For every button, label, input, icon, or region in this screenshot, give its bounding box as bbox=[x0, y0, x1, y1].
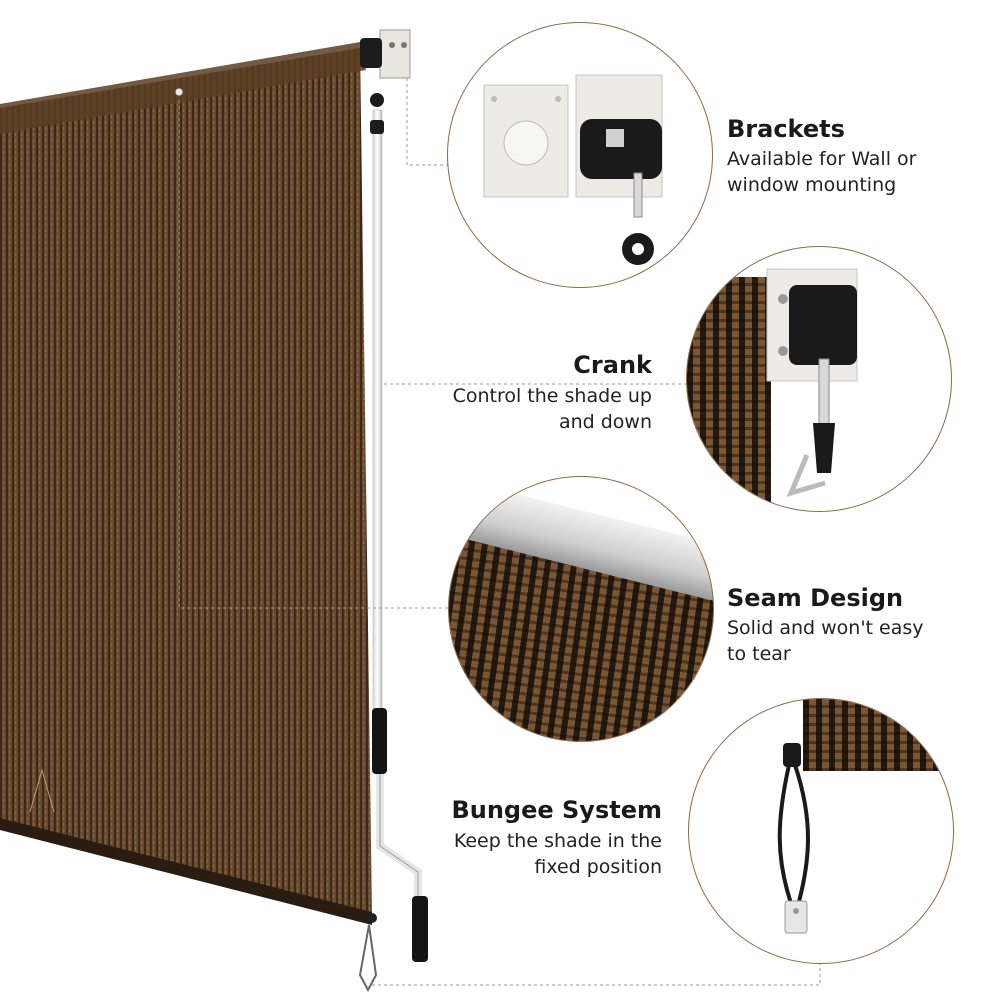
crank-desc-line2: and down bbox=[558, 411, 652, 433]
crank-rod bbox=[372, 109, 383, 711]
crank-image bbox=[766, 268, 858, 497]
brackets-desc-line1: Available for Wall or bbox=[727, 148, 917, 170]
crank-title: Crank bbox=[573, 351, 652, 379]
bungee-fabric bbox=[803, 699, 953, 771]
leader-seam bbox=[178, 100, 448, 609]
bungee-desc-line1: Keep the shade in the bbox=[453, 830, 662, 852]
crank-callout bbox=[686, 246, 952, 512]
bungee-callout bbox=[688, 698, 954, 964]
brackets-image bbox=[483, 74, 663, 265]
leader-brackets bbox=[406, 78, 449, 166]
bungee-desc-line2: fixed position bbox=[534, 856, 662, 878]
brackets-callout bbox=[447, 22, 713, 288]
brackets-desc-line2: window mounting bbox=[727, 174, 897, 196]
seam-desc-line1: Solid and won't easy bbox=[727, 617, 924, 639]
crank-grip-lower bbox=[412, 896, 428, 962]
crank-grip-upper bbox=[372, 708, 387, 774]
seam-desc-line2: to tear bbox=[727, 643, 791, 665]
gear-box bbox=[360, 38, 382, 68]
bungee-hook bbox=[358, 924, 378, 993]
bottom-bar bbox=[0, 818, 372, 925]
bungee-title: Bungee System bbox=[451, 796, 662, 824]
roller-rivet bbox=[174, 87, 184, 97]
seam-title: Seam Design bbox=[727, 584, 904, 612]
shade-fabric bbox=[0, 48, 372, 915]
crank-fabric bbox=[687, 277, 771, 511]
leader-bungee bbox=[372, 962, 821, 986]
roller-tube bbox=[0, 42, 366, 134]
top-bracket bbox=[379, 29, 411, 79]
crank-desc-line1: Control the shade up bbox=[452, 385, 652, 407]
seam-callout bbox=[448, 476, 714, 742]
brackets-title: Brackets bbox=[727, 115, 845, 143]
fabric-stitch bbox=[29, 768, 55, 813]
bungee-image bbox=[777, 743, 810, 934]
